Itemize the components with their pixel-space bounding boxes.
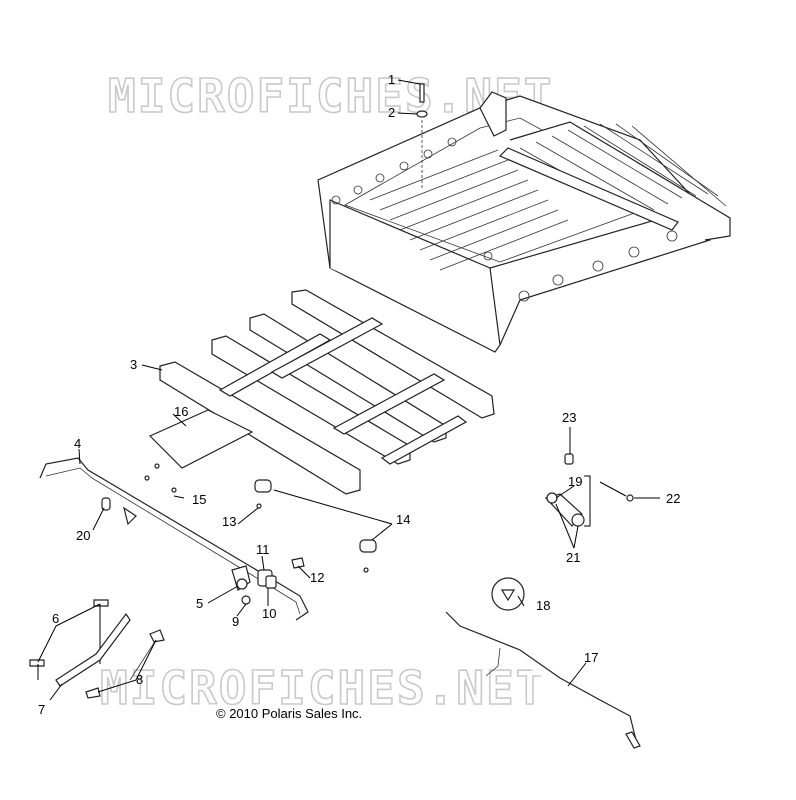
callout-2: 2 [388, 105, 395, 120]
callout-22: 22 [666, 491, 680, 506]
latch-hardware [231, 557, 305, 605]
callout-18: 18 [536, 598, 550, 613]
callout-3: 3 [130, 357, 137, 372]
callout-7: 7 [38, 702, 45, 717]
watermark-top: MICROFICHES.NET [108, 69, 553, 123]
callout-9: 9 [232, 614, 239, 629]
callout-4: 4 [74, 436, 81, 451]
watermark-bottom: MICROFICHES.NET [100, 661, 545, 715]
callout-1: 1 [388, 72, 395, 87]
cable-17 [445, 577, 641, 749]
hardware-center [144, 83, 428, 573]
callout-12: 12 [310, 570, 324, 585]
callout-labels: 1 2 3 4 5 6 7 8 9 10 11 12 13 14 15 16 1… [38, 72, 680, 717]
cargo-box [317, 91, 731, 353]
frame-subassembly [159, 289, 495, 495]
callout-8: 8 [136, 672, 143, 687]
callout-19: 19 [568, 474, 582, 489]
callout-10: 10 [262, 606, 276, 621]
callout-11: 11 [256, 542, 270, 557]
callout-15: 15 [192, 492, 206, 507]
callout-6: 6 [52, 611, 59, 626]
callout-13: 13 [222, 514, 236, 529]
hinge-hardware [544, 453, 634, 527]
leader-lines [37, 79, 660, 701]
callout-14: 14 [396, 512, 410, 527]
callout-20: 20 [76, 528, 90, 543]
callout-5: 5 [196, 596, 203, 611]
plate-16 [148, 409, 254, 469]
callout-21: 21 [566, 550, 580, 565]
callout-23: 23 [562, 410, 576, 425]
callout-17: 17 [584, 650, 598, 665]
copyright-notice: © 2010 Polaris Sales Inc. [216, 706, 362, 721]
callout-16: 16 [174, 404, 188, 419]
